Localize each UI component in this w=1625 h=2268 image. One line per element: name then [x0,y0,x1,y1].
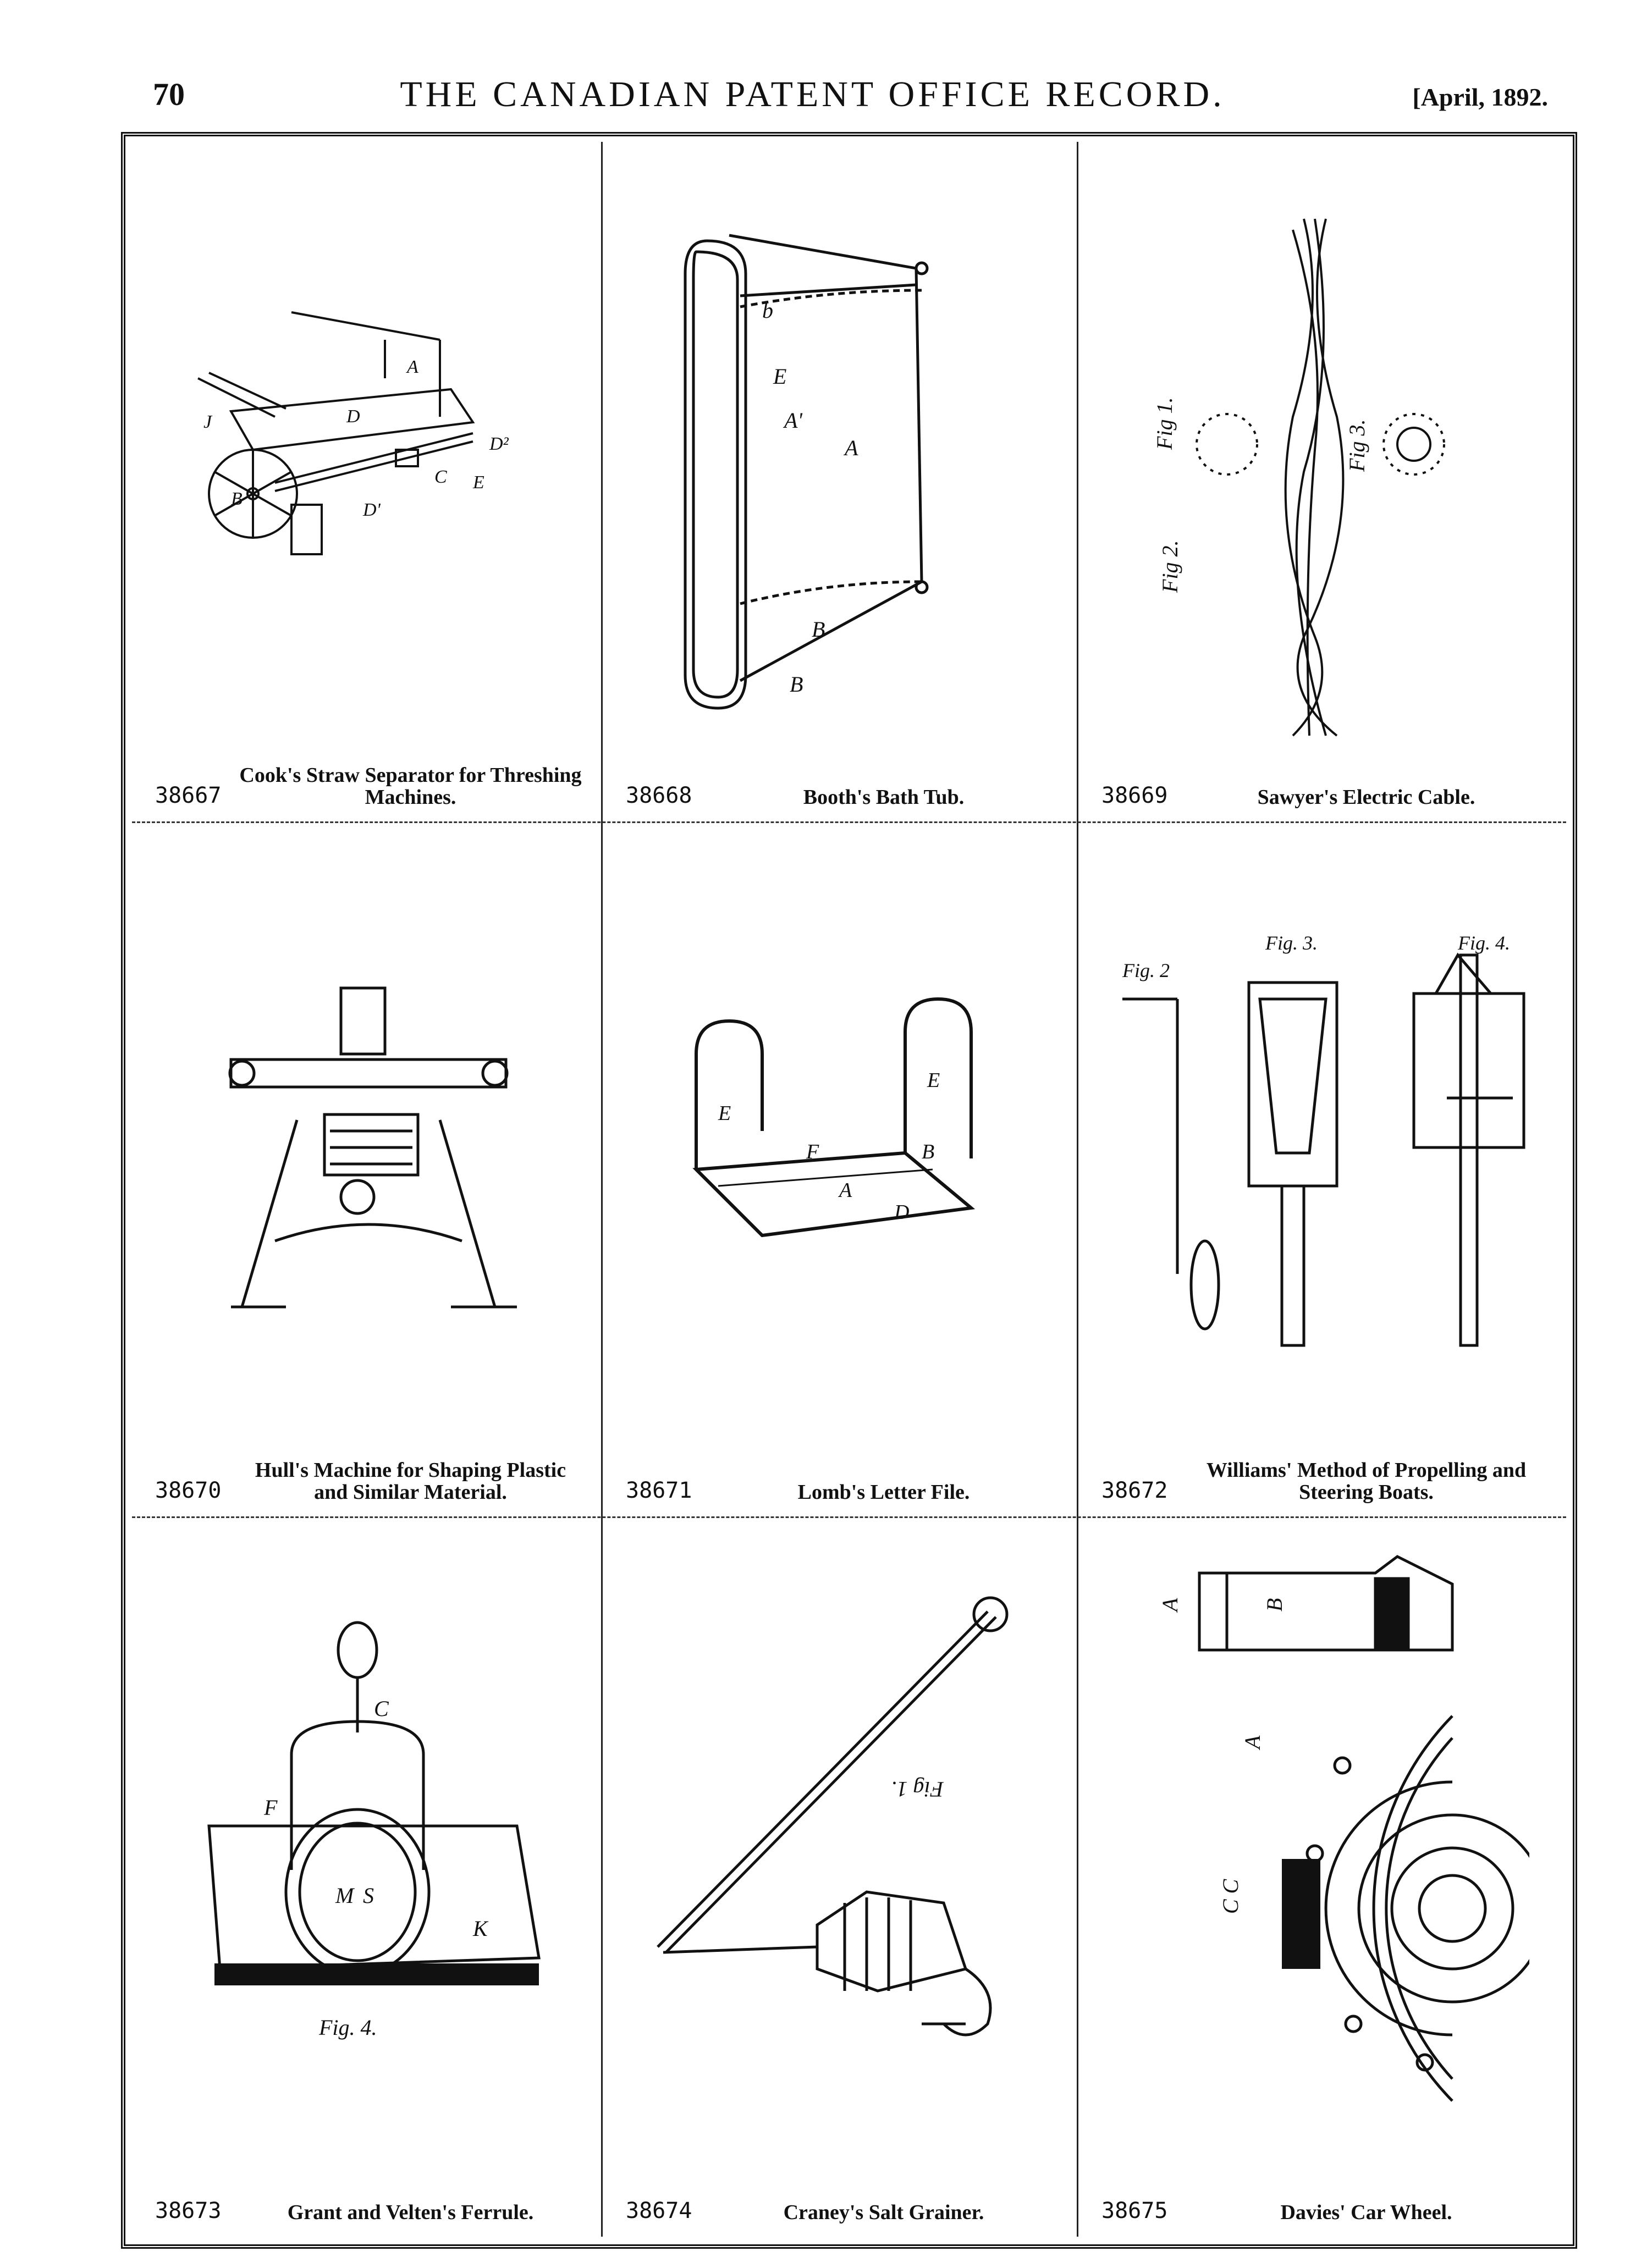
svg-text:B: B [922,1140,934,1163]
patent-caption: 38668 Booth's Bath Tub. [603,742,1077,808]
patent-number: 38669 [1101,783,1168,808]
column-divider [1077,142,1078,2237]
svg-text:D: D [346,406,360,427]
svg-text:A': A' [783,408,803,433]
svg-text:A: A [1158,1598,1182,1613]
row-divider [132,821,1566,823]
svg-text:E: E [927,1069,940,1092]
svg-text:D': D' [362,500,381,520]
issue-date: [April, 1892. [1412,83,1548,111]
svg-text:E: E [472,472,484,493]
patent-number: 38672 [1101,1478,1168,1503]
journal-title: THE CANADIAN PATENT OFFICE RECORD. [400,74,1225,114]
svg-text:Fig 3.: Fig 3. [1345,419,1369,472]
fig1-label: Fig 1. [891,1777,944,1802]
svg-text:S: S [363,1883,374,1908]
fig2-label: Fig. 2 [1122,959,1170,981]
patent-number: 38673 [155,2198,222,2223]
svg-text:K: K [472,1916,489,1941]
patent-number: 38674 [626,2198,692,2223]
svg-text:B: B [231,489,243,509]
page-header: 70 THE CANADIAN PATENT OFFICE RECORD. [A… [0,0,1625,121]
page-number: 70 [153,76,185,112]
patent-title: Lomb's Letter File. [797,1481,970,1504]
patent-cell: Fig 1. Fig 2. Fig 3. 38669 Sawyer's Elec… [1078,142,1566,821]
patent-caption: 38667 Cook's Straw Separator for Threshi… [132,742,601,808]
svg-text:D²: D² [489,434,509,454]
electric-cable-drawing: Fig 1. Fig 2. Fig 3. [1152,218,1445,737]
svg-text:B: B [812,617,825,642]
patent-number: 38668 [626,783,692,808]
fig3-label: Fig. 3. [1265,933,1318,954]
patent-cell: 38670 Hull's Machine for Shaping Plastic… [132,823,601,1516]
patent-number: 38675 [1101,2198,1168,2223]
patent-number: 38667 [155,783,222,808]
patent-title: Williams' Method of Propelling and Steer… [1206,1459,1527,1504]
patent-number: 38670 [155,1478,222,1503]
svg-text:C C: C C [1218,1878,1243,1914]
patent-cell: A D J D² C D' B E 38667 Cook's Straw Separat… [132,142,601,821]
patent-caption: 38672 Williams' Method of Propelling and… [1078,1437,1566,1503]
patent-title: Davies' Car Wheel. [1280,2201,1452,2224]
patent-caption: 38675 Davies' Car Wheel. [1078,2157,1566,2223]
patent-cell: Fig 1. 38674 Craney's Salt Grainer. [603,1518,1077,2237]
svg-text:A: A [843,435,858,460]
svg-text:E: E [773,364,786,389]
patent-title: Booth's Bath Tub. [803,786,965,809]
svg-text:C: C [374,1696,389,1721]
svg-text:F: F [806,1140,819,1163]
patent-title: Grant and Velten's Ferrule. [287,2201,534,2224]
patent-title: Craney's Salt Grainer. [783,2201,984,2224]
letter-file-drawing: A D B F E E [692,997,976,1238]
salt-grainer-drawing: Fig 1. [657,1596,1009,2037]
shaping-machine-drawing [228,986,517,1309]
car-wheel-drawing: A B A C C [1158,1555,1529,2102]
svg-text:M: M [335,1883,355,1908]
patent-caption: 38670 Hull's Machine for Shaping Plastic… [132,1437,601,1503]
patent-grid: A D J D² C D' B E 38667 Cook's Straw Separat… [132,142,1566,2237]
svg-text:Fig 1.: Fig 1. [1152,397,1177,450]
patent-caption: 38674 Craney's Salt Grainer. [603,2157,1077,2223]
page-frame [121,132,1577,2249]
straw-separator-drawing: A D J D² C D' B E [197,311,509,555]
svg-text:C: C [434,467,447,487]
column-divider [601,142,603,2237]
svg-text:B: B [790,672,803,697]
svg-text:A: A [1240,1735,1265,1751]
patent-cell: A B A C C 38675 Davies' Car Wheel. [1078,1518,1566,2237]
patent-cell: A D B F E E 38671 Lomb's Letter File. [603,823,1077,1516]
patent-caption: 38673 Grant and Velten's Ferrule. [132,2157,601,2223]
svg-text:E: E [718,1102,731,1125]
svg-text:F: F [263,1795,278,1820]
svg-text:J: J [203,412,213,432]
svg-text:Fig 2.: Fig 2. [1158,540,1182,593]
svg-text:B: B [1262,1598,1287,1612]
fig4-label: Fig. 4. [318,2015,377,2040]
row-divider [132,1516,1566,1518]
svg-text:A: A [838,1179,852,1202]
svg-text:A: A [406,357,418,377]
patent-number: 38671 [626,1478,692,1503]
patent-title: Sawyer's Electric Cable. [1257,786,1475,809]
patent-caption: 38669 Sawyer's Electric Cable. [1078,742,1566,808]
patent-title: Hull's Machine for Shaping Plastic and S… [255,1459,566,1504]
svg-text:b: b [762,298,773,323]
svg-text:Fig. 4.: Fig. 4. [1457,933,1510,954]
patent-caption: 38671 Lomb's Letter File. [603,1437,1077,1503]
propelling-boats-drawing: Fig. 2 Fig. 3. Fig. 4. [1122,933,1525,1347]
bath-tub-drawing: A A' bB B E [684,234,929,710]
svg-text:D: D [894,1201,909,1224]
patent-title: Cook's Straw Separator for Threshing Mac… [239,764,582,809]
patent-cell: Fig. 2 Fig. 3. Fig. 4. 38672 Williams' M… [1078,823,1566,1516]
